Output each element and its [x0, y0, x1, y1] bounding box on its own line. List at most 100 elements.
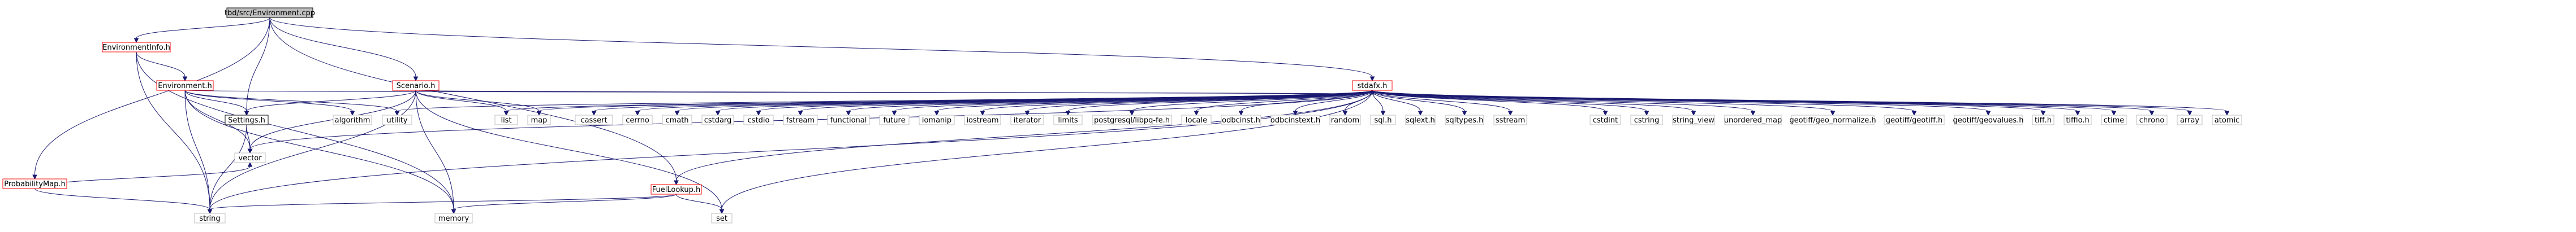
node-box — [2101, 115, 2127, 125]
edge-probabilitymap-h-to-vector — [35, 161, 253, 189]
node-box — [1181, 115, 1212, 125]
edge-stdafx-h-to-chrono — [1372, 90, 2155, 116]
node-label: locale — [1186, 116, 1207, 125]
node-stdafx-h[interactable]: stdafx.h — [1352, 80, 1393, 91]
node-label: functional — [830, 116, 867, 125]
node-label: geotiff/geovalues.h — [1953, 116, 2023, 125]
node-box — [527, 115, 551, 125]
edge-stdafx-h-to-cstdint — [1372, 90, 1608, 116]
node-box — [1724, 115, 1782, 125]
edge-stdafx-h-to-sstream — [1372, 90, 1513, 116]
node-box — [333, 115, 372, 125]
node-label: cerrno — [626, 116, 649, 125]
node-cmath: cmath — [662, 115, 692, 125]
node-cstdarg: cstdarg — [701, 115, 734, 125]
edge-stdafx-h-to-sqltypes-h — [1372, 90, 1467, 116]
node-label: cstdio — [748, 116, 770, 125]
node-box — [1445, 115, 1484, 125]
node-box — [1589, 115, 1621, 125]
node-vector: vector — [234, 152, 266, 163]
node-box — [226, 7, 313, 18]
node-box — [156, 80, 214, 91]
node-geotiff-geotiff-h: geotiff/geotiff.h — [1884, 115, 1945, 125]
node-sql-h: sql.h — [1370, 115, 1396, 125]
node-cstdint: cstdint — [1589, 115, 1621, 125]
node-layer: tbd/src/Environment.cppEnvironmentInfo.h… — [2, 7, 2242, 224]
node-box — [434, 213, 473, 224]
node-label: iostream — [966, 116, 998, 125]
node-box — [743, 115, 774, 125]
edge-scenario-h-to-list — [415, 90, 509, 116]
node-box — [392, 80, 440, 91]
edge-fuellookup-h-to-memory — [451, 194, 677, 215]
node-iostream: iostream — [964, 115, 1001, 125]
edge-tbd-src-environment-cpp-to-environmentinfo-h — [133, 17, 270, 43]
node-tbd-src-environment-cpp[interactable]: tbd/src/Environment.cpp — [225, 7, 315, 18]
edge-stdafx-h-to-random — [1342, 90, 1373, 116]
node-geotiff-geo-normalize-h: geotiff/geo_normalize.h — [1789, 115, 1876, 125]
edge-scenario-h-to-stdafx-h — [415, 89, 1375, 95]
node-label: atomic — [2215, 116, 2239, 125]
node-label: memory — [438, 215, 469, 223]
node-environmentinfo-h[interactable]: EnvironmentInfo.h — [102, 42, 171, 52]
node-label: limits — [1058, 116, 1078, 125]
node-environment-h[interactable]: Environment.h — [156, 80, 214, 91]
node-box — [651, 184, 702, 195]
node-label: ProbabilityMap.h — [4, 180, 66, 189]
edge-stdafx-h-to-postgresql-libpq-fe-h — [1129, 90, 1373, 116]
node-label: FuelLookup.h — [652, 186, 701, 194]
edge-stdafx-h-to-unordered-map — [1372, 90, 1756, 116]
node-map: map — [527, 115, 551, 125]
node-box — [1352, 80, 1393, 91]
node-tiff-h: tiff.h — [2032, 115, 2054, 125]
node-label: cstdarg — [704, 116, 732, 125]
node-box — [1884, 115, 1945, 125]
node-label: string_view — [1673, 116, 1715, 125]
node-box — [622, 115, 653, 125]
node-label: cstdint — [1593, 116, 1618, 125]
node-box — [662, 115, 692, 125]
node-chrono: chrono — [2136, 115, 2168, 125]
node-label: odbcinst.h — [1222, 116, 1260, 125]
node-scenario-h[interactable]: Scenario.h — [392, 80, 440, 91]
node-label: odbcinstext.h — [1270, 116, 1320, 125]
edge-scenario-h-to-string — [207, 90, 416, 215]
edge-stdafx-h-to-string — [207, 90, 1373, 215]
node-algorithm: algorithm — [333, 115, 372, 125]
node-box — [1405, 115, 1436, 125]
node-box — [1370, 115, 1396, 125]
node-settings-h[interactable]: Settings.h — [225, 115, 269, 125]
node-label: postgresql/libpq-fe.h — [1094, 116, 1170, 125]
node-label: random — [1331, 116, 1359, 125]
node-label: geotiff/geo_normalize.h — [1789, 116, 1876, 125]
node-label: map — [531, 116, 548, 125]
node-box — [879, 115, 910, 125]
node-box — [234, 152, 266, 163]
node-label: EnvironmentInfo.h — [102, 43, 170, 52]
node-box — [2064, 115, 2092, 125]
edge-settings-h-to-string — [207, 124, 247, 215]
node-box — [1053, 115, 1083, 125]
edge-stdafx-h-to-locale — [1194, 90, 1373, 116]
node-label: Environment.h — [158, 82, 212, 90]
node-probabilitymap-h[interactable]: ProbabilityMap.h — [2, 178, 67, 189]
edge-stdafx-h-to-odbcinst-h — [1238, 90, 1373, 116]
node-box — [1092, 115, 1172, 125]
node-sqltypes-h: sqltypes.h — [1445, 115, 1484, 125]
node-box — [1954, 115, 2023, 125]
node-random: random — [1329, 115, 1361, 125]
node-box — [194, 213, 226, 224]
node-box — [2032, 115, 2054, 125]
node-functional: functional — [827, 115, 870, 125]
node-label: list — [501, 116, 511, 125]
node-box — [382, 115, 412, 125]
node-label: unordered_map — [1724, 116, 1782, 125]
edge-stdafx-h-to-cstring — [1372, 90, 1649, 116]
node-label: tiff.h — [2035, 116, 2052, 125]
node-fuellookup-h[interactable]: FuelLookup.h — [651, 184, 702, 195]
node-future: future — [879, 115, 910, 125]
node-string: string — [194, 213, 226, 224]
node-cerrno: cerrno — [622, 115, 653, 125]
edge-stdafx-h-to-string-view — [1372, 90, 1696, 116]
node-label: set — [716, 215, 727, 223]
